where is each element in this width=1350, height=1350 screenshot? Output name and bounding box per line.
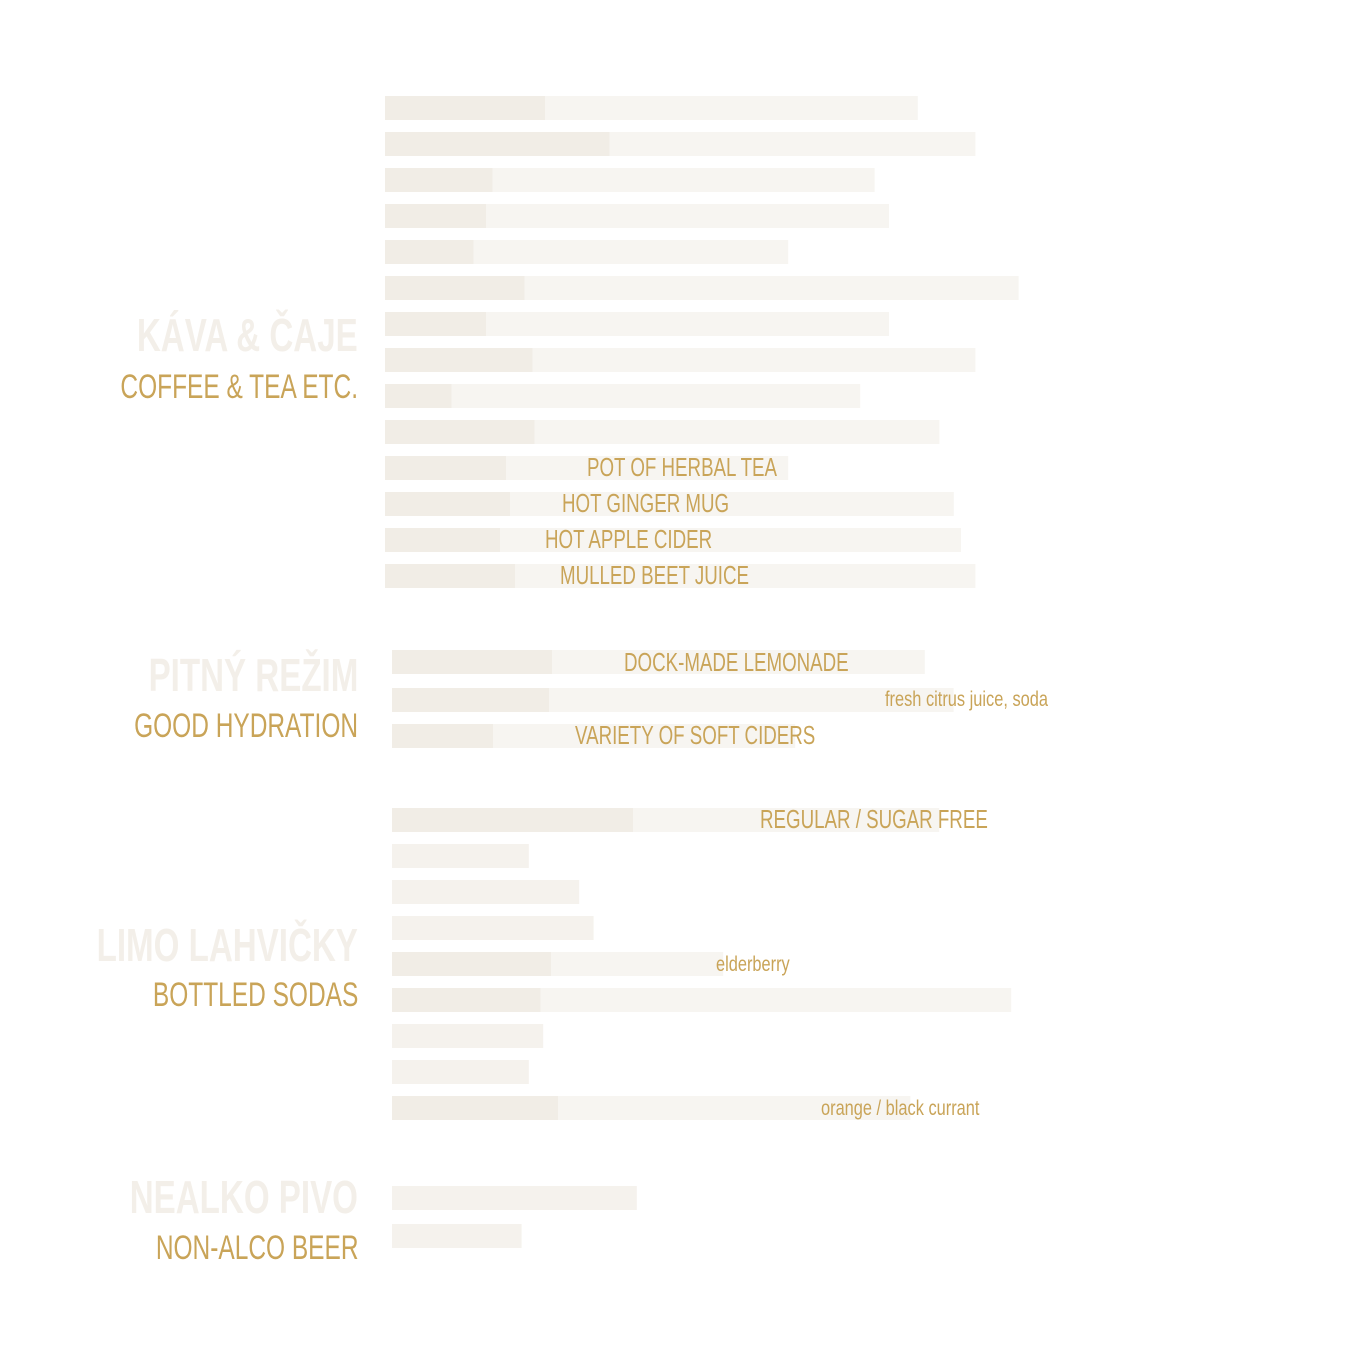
ghost-line [392, 808, 940, 832]
menu-item-variant: REGULAR / SUGAR FREE [760, 804, 988, 834]
section-title-cz: PITNÝ REŽIM [148, 649, 358, 701]
menu-item-description: fresh citrus juice, soda [885, 688, 1048, 711]
ghost-line [392, 988, 1012, 1012]
ghost-line [385, 420, 940, 444]
ghost-line [392, 1224, 522, 1248]
ghost-line [385, 348, 976, 372]
ghost-line [385, 492, 954, 516]
ghost-line [385, 564, 976, 588]
ghost-line [392, 1096, 911, 1120]
ghost-line [385, 276, 1019, 300]
menu-item-name: HOT GINGER MUG [562, 488, 730, 518]
ghost-line [385, 204, 889, 228]
ghost-line [385, 96, 918, 120]
menu-item-description: elderberry [716, 953, 790, 976]
ghost-line [392, 724, 796, 748]
menu-item-name: DOCK-MADE LEMONADE [624, 647, 849, 677]
ghost-line [385, 528, 961, 552]
menu-item-name: POT OF HERBAL TEA [587, 452, 778, 482]
ghost-line [385, 240, 789, 264]
ghost-line [385, 384, 861, 408]
ghost-line [385, 312, 889, 336]
ghost-line [385, 132, 976, 156]
ghost-line [392, 880, 580, 904]
section-title-en: BOTTLED SODAS [152, 976, 358, 1014]
ghost-line [392, 688, 954, 712]
ghost-line [385, 168, 875, 192]
ghost-line [392, 650, 925, 674]
menu-item-description: orange / black currant [821, 1097, 980, 1120]
ghost-line [392, 1024, 544, 1048]
menu-item-name: MULLED BEET JUICE [560, 560, 749, 590]
section-title-cz: KÁVA & ČAJE [137, 309, 358, 361]
section-title-en: NON-ALCO BEER [155, 1229, 358, 1267]
section-title-cz: NEALKO PIVO [129, 1171, 358, 1223]
ghost-line [392, 1060, 529, 1084]
ghost-line [385, 456, 789, 480]
menu-item-name: VARIETY OF SOFT CIDERS [575, 720, 816, 750]
section-title-cz: LIMO LAHVIČKY [96, 919, 358, 971]
ghost-line [392, 952, 724, 976]
ghost-line [392, 916, 594, 940]
menu-item-name: HOT APPLE CIDER [545, 524, 713, 554]
ghost-line [392, 844, 529, 868]
ghost-line [392, 1186, 637, 1210]
section-title-en: GOOD HYDRATION [134, 707, 358, 745]
section-title-en: COFFEE & TEA ETC. [120, 368, 358, 406]
